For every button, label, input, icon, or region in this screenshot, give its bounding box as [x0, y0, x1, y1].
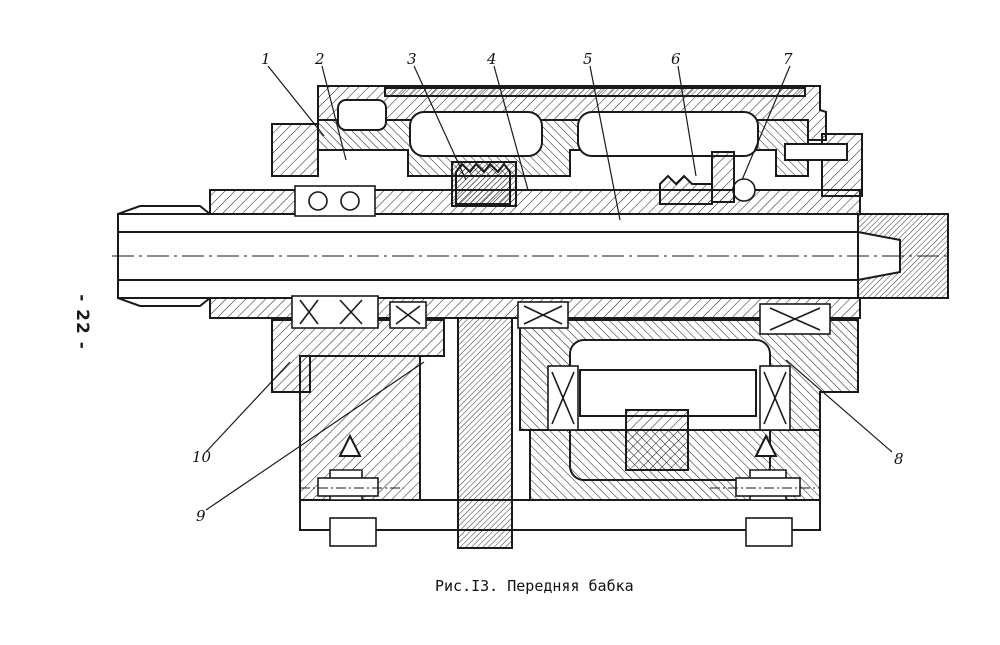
countershaft-gear — [625, 409, 689, 471]
gear-3 — [455, 162, 511, 205]
gear-6 — [659, 174, 713, 205]
leader-lines — [205, 65, 893, 511]
mounting-bolts — [300, 469, 820, 547]
callout-1: 1 — [261, 50, 271, 68]
window-top-left — [337, 99, 387, 131]
callout-5: 5 — [583, 50, 593, 68]
bolt-right — [784, 143, 848, 161]
cone-pin-right — [754, 433, 778, 457]
callout-9: 9 — [196, 507, 206, 525]
bearings — [291, 178, 831, 431]
callout-8: 8 — [894, 450, 904, 468]
callout-6: 6 — [671, 50, 681, 68]
callout-10: 10 — [192, 448, 212, 466]
callout-2: 2 — [315, 50, 325, 68]
callout-3: 3 — [407, 50, 417, 68]
callout-7: 7 — [783, 50, 793, 68]
cavity-2 — [577, 111, 759, 157]
callout-4: 4 — [487, 50, 497, 68]
base-plate — [299, 499, 821, 531]
figure-caption: Рис.I3. Передняя бабка — [435, 577, 634, 595]
spindle-left-end — [117, 205, 211, 307]
lever-7 — [711, 151, 735, 203]
pulley — [457, 317, 513, 549]
housing-upper-left — [271, 123, 319, 177]
cone-pin-left — [338, 433, 362, 457]
cavity-1 — [409, 111, 543, 157]
page-number: - 22 - — [71, 294, 92, 350]
